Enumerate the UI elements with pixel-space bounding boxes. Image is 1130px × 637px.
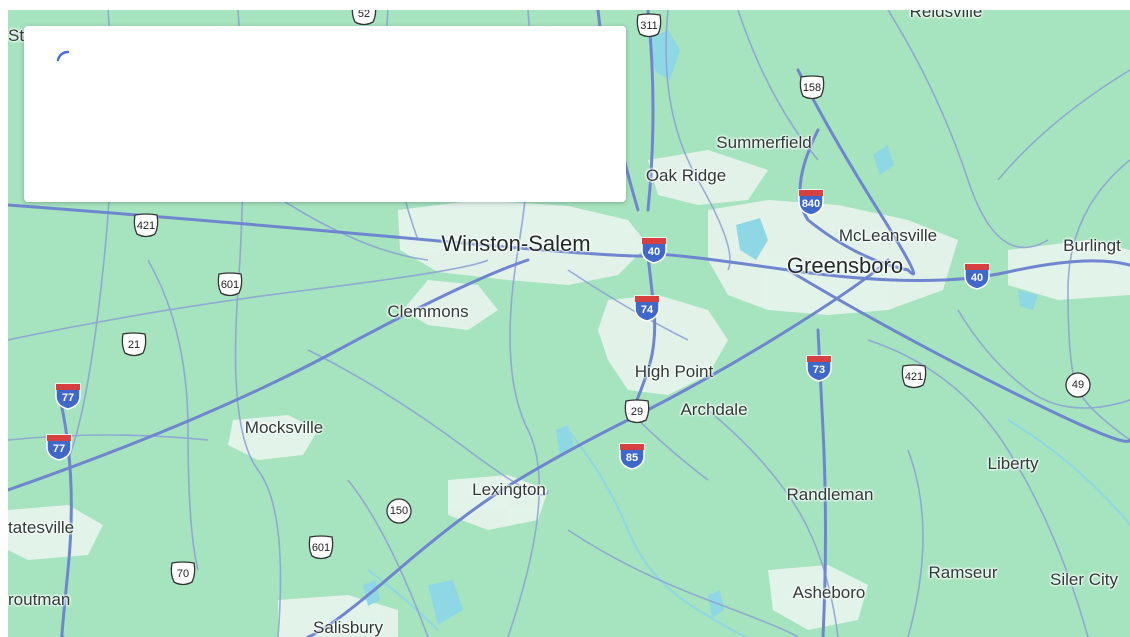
place-label-reidsville: Reidsville bbox=[909, 10, 983, 21]
us-route-shield-70: 70 bbox=[168, 560, 198, 588]
place-label-mcleansville: McLeansville bbox=[838, 226, 938, 245]
route-shield-label: 52 bbox=[357, 10, 371, 20]
place-label-ramseur: Ramseur bbox=[928, 563, 998, 582]
interstate-route-shield-85: 85 bbox=[617, 442, 647, 470]
us-route-shield-icon bbox=[217, 272, 243, 297]
interstate-route-shield-73: 73 bbox=[804, 354, 834, 382]
place-label-oak-ridge: Oak Ridge bbox=[645, 166, 727, 185]
route-shield-label: 601 bbox=[220, 279, 240, 291]
interstate-shield-icon bbox=[619, 443, 645, 470]
place-label-lexington: Lexington bbox=[472, 480, 546, 499]
us-route-shield-icon bbox=[170, 561, 196, 586]
place-label-statesville: tatesville bbox=[8, 518, 75, 537]
route-shield-label: 77 bbox=[61, 392, 75, 404]
us-route-shield-601: 601 bbox=[215, 271, 245, 299]
place-label-burlington: Burlingt bbox=[1063, 236, 1121, 255]
us-route-shield-icon bbox=[636, 13, 662, 38]
us-route-shield-icon bbox=[799, 75, 825, 100]
interstate-route-shield-840: 840 bbox=[796, 188, 826, 216]
route-shield-label: 158 bbox=[802, 82, 822, 94]
us-route-shield-icon bbox=[133, 213, 159, 238]
route-shield-label: 70 bbox=[176, 568, 190, 580]
route-shield-label: 74 bbox=[640, 304, 654, 316]
state-route-shield-icon bbox=[386, 498, 412, 524]
place-label-mocksville: Mocksville bbox=[244, 418, 324, 437]
interstate-shield-icon bbox=[806, 355, 832, 382]
place-label-liberty: Liberty bbox=[987, 454, 1039, 473]
us-route-shield-158: 158 bbox=[797, 74, 827, 102]
route-shield-label: 29 bbox=[630, 406, 644, 418]
interstate-shield-icon bbox=[798, 189, 824, 216]
us-route-shield-icon bbox=[901, 364, 927, 389]
urban-areas bbox=[8, 150, 1130, 637]
place-label-summerfield: Summerfield bbox=[716, 133, 812, 152]
place-label-salisbury: Salisbury bbox=[313, 618, 383, 637]
route-shield-label: 21 bbox=[127, 339, 141, 351]
interstate-shield-icon bbox=[46, 434, 72, 461]
route-shield-label: 40 bbox=[970, 272, 984, 284]
state-route-shield-150: 150 bbox=[384, 497, 414, 525]
rivers bbox=[367, 419, 1130, 637]
interstate-route-shield-40: 40 bbox=[962, 262, 992, 290]
us-route-shield-421: 421 bbox=[131, 212, 161, 240]
place-label-troutman: routman bbox=[8, 590, 71, 609]
place-label-archdale: Archdale bbox=[680, 400, 748, 419]
place-label-clemmons: Clemmons bbox=[387, 302, 469, 321]
loading-spinner-icon bbox=[56, 50, 70, 62]
us-route-shield-icon bbox=[351, 10, 377, 26]
interstate-route-shield-77: 77 bbox=[53, 382, 83, 410]
route-shield-label: 421 bbox=[904, 371, 924, 383]
interstate-shield-icon bbox=[641, 237, 667, 264]
route-shield-label: 49 bbox=[1071, 379, 1085, 391]
route-shield-label: 73 bbox=[812, 364, 826, 376]
us-route-shield-52: 52 bbox=[349, 10, 379, 28]
route-shield-label: 311 bbox=[640, 20, 658, 32]
route-shield-label: 85 bbox=[625, 452, 639, 464]
us-route-shield-icon bbox=[624, 399, 650, 424]
search-panel bbox=[24, 26, 626, 202]
place-label-winston-salem: Winston-Salem bbox=[441, 231, 591, 256]
place-label-greensboro: Greensboro bbox=[786, 253, 904, 278]
us-route-shield-icon bbox=[308, 535, 334, 560]
place-label-asheboro: Asheboro bbox=[792, 583, 866, 602]
place-label-high-point: High Point bbox=[634, 362, 714, 381]
route-shield-label: 840 bbox=[801, 198, 821, 210]
us-route-shield-421: 421 bbox=[899, 363, 929, 391]
interstate-shield-icon bbox=[634, 295, 660, 322]
interstate-shield-icon bbox=[964, 263, 990, 290]
us-route-shield-icon bbox=[121, 332, 147, 357]
route-shield-label: 77 bbox=[52, 443, 66, 455]
route-shield-label: 421 bbox=[136, 220, 156, 232]
place-label-st-edge: St bbox=[8, 26, 25, 45]
us-route-shield-29: 29 bbox=[622, 398, 652, 426]
interstate-route-shield-77: 77 bbox=[44, 433, 74, 461]
interstate-route-shield-40: 40 bbox=[639, 236, 669, 264]
us-route-shield-21: 21 bbox=[119, 331, 149, 359]
interstate-shield-icon bbox=[55, 383, 81, 410]
place-label-randleman: Randleman bbox=[786, 485, 874, 504]
route-shield-label: 601 bbox=[311, 542, 331, 554]
interstate-route-shield-74: 74 bbox=[632, 294, 662, 322]
water-bodies bbox=[363, 30, 1038, 625]
route-shield-label: 40 bbox=[647, 246, 661, 258]
state-route-shield-icon bbox=[1065, 372, 1091, 398]
place-label-siler-city: Siler City bbox=[1049, 570, 1119, 589]
us-route-shield-311: 311 bbox=[634, 12, 664, 40]
us-route-shield-601: 601 bbox=[306, 534, 336, 562]
route-shield-label: 150 bbox=[389, 505, 409, 517]
state-route-shield-49: 49 bbox=[1063, 371, 1093, 399]
